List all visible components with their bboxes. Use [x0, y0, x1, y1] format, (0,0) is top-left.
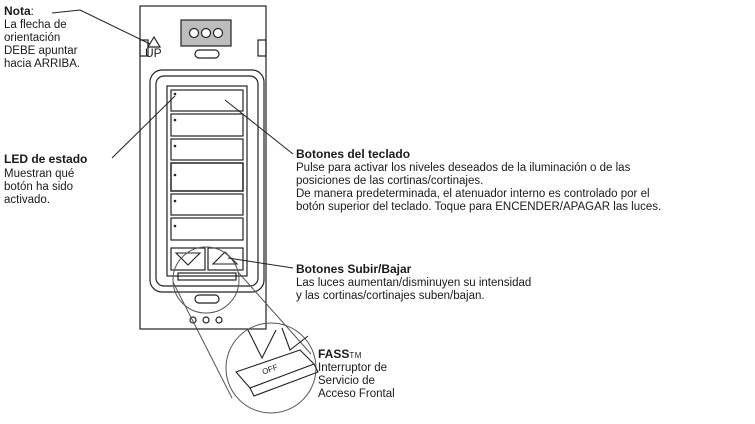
bottom-slot	[194, 294, 220, 304]
subir-bajar-title: Botones Subir/Bajar	[296, 262, 412, 276]
plate-ear-left	[139, 39, 149, 57]
led-line-2: botón ha sido	[4, 181, 74, 193]
nota-line-2: orientación	[4, 32, 61, 44]
status-led-2	[173, 118, 177, 122]
zoom-detail-fass-edge	[249, 363, 319, 397]
bottom-screw-1	[189, 316, 197, 324]
nota-line-4: hacia ARRIBA.	[4, 58, 81, 70]
teclado-line-3: De manera predeterminada, el atenuador i…	[296, 188, 650, 200]
led-line-3: activado.	[4, 194, 51, 206]
teclado-line-4: botón superior del teclado. Toque para E…	[296, 201, 662, 213]
subir-bajar-leader	[227, 257, 294, 269]
fass-tm: TM	[349, 351, 362, 360]
zoom-line-left	[172, 281, 233, 399]
nota-line-1: La flecha de	[4, 19, 67, 31]
lower-button[interactable]	[170, 247, 206, 271]
plate-ear-right	[257, 39, 267, 57]
teclado-title: Botones del teclado	[296, 147, 411, 161]
orientation-arrow-icon	[146, 35, 162, 48]
status-led-1	[173, 92, 177, 96]
top-screw-2	[200, 27, 212, 39]
keypad-button-2[interactable]	[170, 113, 244, 137]
button-frame	[166, 85, 248, 277]
zoom-detail-arrows	[247, 327, 309, 360]
top-slot	[194, 49, 220, 59]
faceplate	[149, 69, 265, 293]
wallplate-outline	[139, 5, 267, 330]
nota-title: Nota	[4, 4, 31, 18]
keypad-button-3[interactable]	[170, 138, 244, 161]
bottom-screw-2	[202, 316, 210, 324]
nota-leader-2	[79, 9, 151, 45]
raise-button[interactable]	[207, 247, 244, 271]
lower-arrow-icon	[174, 252, 202, 266]
top-screw-1	[188, 27, 200, 39]
fass-bar[interactable]	[177, 272, 237, 281]
teclado-line-1: Pulse para activar los niveles deseados …	[296, 162, 631, 174]
keypad-button-6[interactable]	[170, 217, 244, 241]
up-label: UP	[145, 46, 162, 60]
status-led-3	[173, 144, 177, 148]
status-led-5	[173, 199, 177, 203]
faceplate-inner	[155, 75, 259, 287]
keypad-button-4[interactable]	[170, 162, 244, 192]
subir-bajar-line-1: Las luces aumentan/disminuyen su intensi…	[296, 277, 532, 289]
fass-title: FASS	[318, 347, 350, 361]
teclado-line-2: posiciones de las cortinas/cortinajes.	[296, 175, 484, 187]
nota-line-3: DEBE apuntar	[4, 45, 78, 57]
nota-leader	[51, 9, 81, 14]
fass-title-row: FASSTM	[318, 348, 362, 362]
fass-line-2: Servicio de	[318, 375, 375, 387]
status-led-6	[173, 224, 177, 228]
keypad-button-5[interactable]	[170, 193, 244, 216]
nota-callout: Nota:	[4, 5, 34, 19]
status-led-4	[173, 173, 177, 177]
zoom-line-right	[237, 271, 312, 355]
bottom-screw-3	[215, 316, 223, 324]
subir-bajar-line-2: y las cortinas/cortinajes suben/bajan.	[296, 290, 485, 302]
teclado-leader	[224, 99, 294, 155]
keypad-button-1[interactable]	[170, 89, 244, 112]
top-screw-3	[212, 27, 224, 39]
fass-line-1: Interruptor de	[318, 362, 388, 374]
led-title: LED de estado	[4, 152, 88, 166]
fass-line-3: Acceso Frontal	[318, 388, 395, 400]
nota-colon: :	[30, 6, 34, 18]
led-line-1: Muestran qué	[4, 168, 75, 180]
led-leader	[111, 95, 176, 159]
zoom-source-circle	[172, 246, 240, 314]
